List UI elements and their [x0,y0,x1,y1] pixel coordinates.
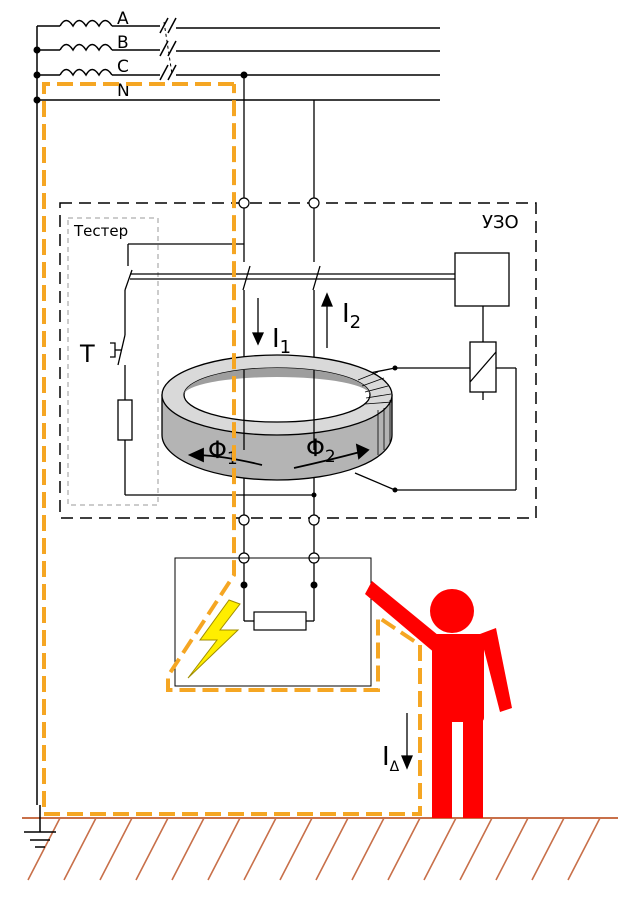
ground [22,817,618,881]
ground-hatch-line [459,817,493,881]
ground-hatch-line [135,817,169,881]
person-figure [365,581,512,818]
ground-hatch-line [567,817,601,881]
load-enclosure [174,557,372,687]
ground-hatch-line [27,817,61,881]
tester-resistor [117,399,133,441]
load-wiring [243,585,315,622]
ground-hatch-line [351,817,385,881]
conductor-through-core [243,370,315,450]
ground-hatch-line [99,817,133,881]
ground-hatch-line [495,817,529,881]
phase-b-label: B [117,33,129,53]
ground-hatch-line [207,817,241,881]
current-1-label: I1 [272,324,291,358]
phase-a-label: A [117,9,129,29]
tester-box [67,217,159,506]
flux-2-label: Φ2 [306,434,336,467]
ground-hatch-line [423,817,457,881]
rcd-label: УЗО [482,212,519,233]
ground-symbol [24,805,56,848]
ground-hatch-line [531,817,565,881]
terminals [238,197,320,564]
ground-hatch-line [243,817,277,881]
load-resistor [253,611,307,631]
test-button-label: T [79,340,95,368]
toroid-core [161,354,393,481]
lightning-bolt [187,599,241,679]
phase-c-label: C [117,57,129,77]
supply-lines [36,17,440,805]
relay-box [454,252,510,307]
ground-hatch-line [279,817,313,881]
rcd-box [59,202,537,519]
flux-arrows [187,443,370,469]
supply-dots [33,46,248,104]
test-button-symbol [110,334,126,366]
ground-hatch-line [387,817,421,881]
leak-current-label: IΔ [382,742,400,775]
ground-hatch-line [315,817,349,881]
current-2-label: I2 [342,299,361,333]
ground-hatch-line [171,817,205,881]
trip-coil-mark [469,351,497,383]
current-arrows [251,292,413,770]
rcd-wiring [124,75,517,585]
tester-label: Тестер [73,222,128,240]
leak-path [42,82,422,816]
ground-hatch-line [63,817,97,881]
